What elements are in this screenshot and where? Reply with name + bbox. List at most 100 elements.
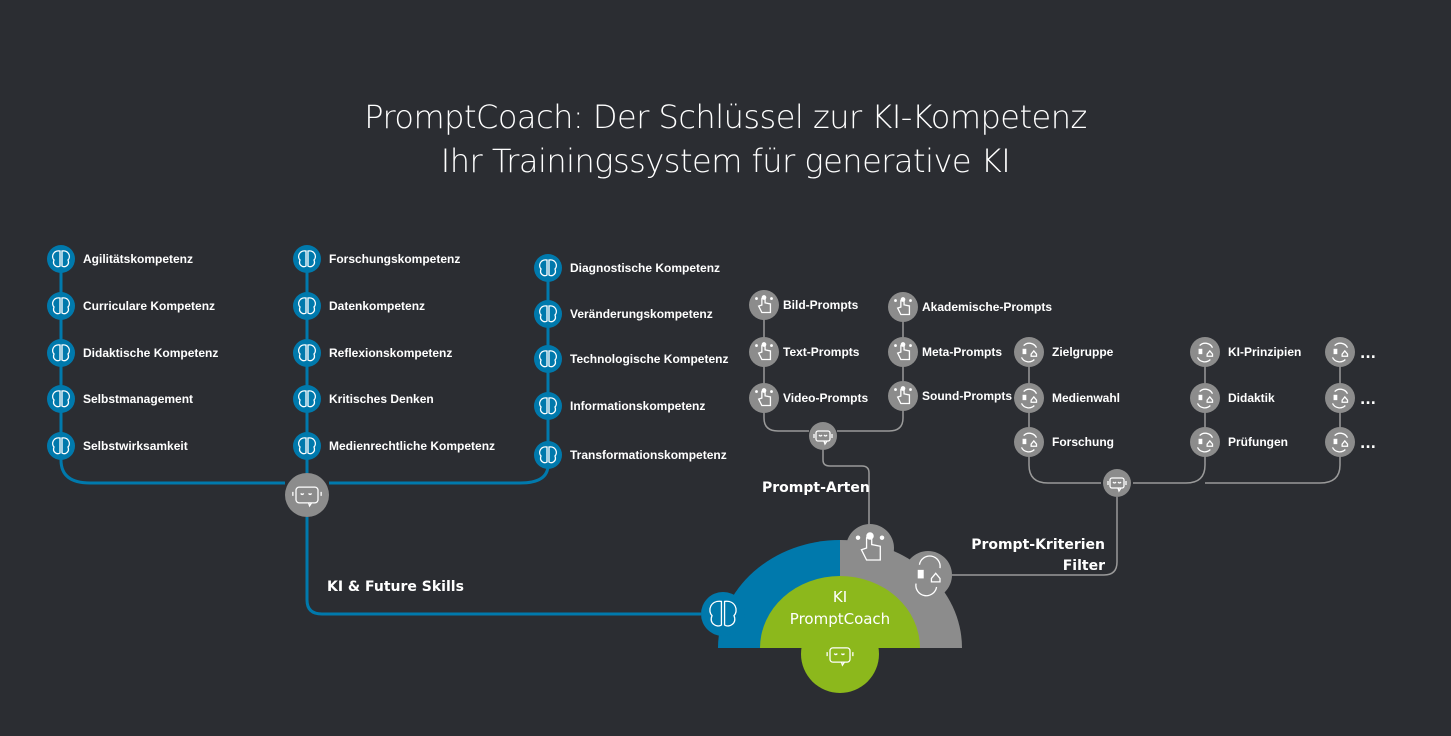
- brain-icon: [298, 250, 316, 268]
- skill-node: [293, 292, 321, 320]
- criteria-label-line-2: Filter: [1063, 558, 1105, 574]
- prompt-node: [749, 383, 779, 413]
- skill-label: Forschungskompetenz: [329, 252, 460, 266]
- hand-pointer-icon: [755, 388, 773, 407]
- criteria-more: ...: [1360, 436, 1376, 452]
- cycle-icon: [915, 555, 941, 597]
- brain-icon: [539, 397, 557, 415]
- criteria-node: [1190, 383, 1220, 413]
- prompt-label: Video-Prompts: [783, 391, 868, 405]
- chatbot-icon: [826, 647, 854, 667]
- prompt-types-label: Prompt-Arten: [762, 480, 870, 496]
- skill-label: Selbstmanagement: [83, 392, 193, 406]
- prompt-node: [888, 292, 918, 322]
- criteria-node: [1325, 383, 1355, 413]
- prompt-label: Bild-Prompts: [783, 298, 859, 312]
- skill-label: Veränderungskompetenz: [570, 307, 713, 321]
- skill-node: [534, 441, 562, 469]
- center-label-line-2: PromptCoach: [790, 610, 890, 628]
- skills-connector-left: [59, 259, 285, 485]
- prompt-hub: [809, 422, 837, 450]
- criteria-hub: [1103, 469, 1131, 497]
- skill-node: [47, 245, 75, 273]
- prompt-node: [749, 290, 779, 320]
- promptcoach-core: [760, 576, 920, 648]
- prompt-connector-left: [763, 305, 809, 432]
- brain-icon: [52, 437, 70, 455]
- criteria-node: [1190, 427, 1220, 457]
- criteria-node: [1014, 383, 1044, 413]
- brain-icon: [298, 297, 316, 315]
- skill-label: Reflexionskompetenz: [329, 346, 452, 360]
- skill-label: Didaktische Kompetenz: [83, 346, 218, 360]
- skill-node: [47, 292, 75, 320]
- skill-label: Diagnostische Kompetenz: [570, 261, 720, 275]
- cycle-icon: [1020, 388, 1038, 409]
- chatbot-icon: [813, 430, 833, 446]
- skill-node: [47, 339, 75, 367]
- prompt-label: Sound-Prompts: [922, 389, 1012, 403]
- skill-label: Agilitätskompetenz: [83, 252, 193, 266]
- brain-icon: [539, 259, 557, 277]
- prompt-node: [749, 337, 779, 367]
- skill-node: [534, 254, 562, 282]
- cycle-icon: [1331, 342, 1349, 363]
- skill-label: Datenkompetenz: [329, 299, 425, 313]
- cycle-icon: [1196, 342, 1214, 363]
- prompt-label: Meta-Prompts: [922, 345, 1002, 359]
- skill-node: [293, 245, 321, 273]
- criteria-label: Medienwahl: [1052, 391, 1120, 405]
- skill-node: [534, 300, 562, 328]
- prompt-connector-right: [837, 307, 904, 432]
- skill-node: [293, 339, 321, 367]
- criteria-connector-middle: [1133, 352, 1206, 484]
- hand-pointer-icon: [894, 342, 912, 361]
- prompt-label: Text-Prompts: [783, 345, 860, 359]
- hand-pointer-icon: [855, 532, 885, 561]
- prompt-label: Akademische-Prompts: [922, 300, 1052, 314]
- chatbot-icon: [1107, 477, 1127, 493]
- criteria-main-connector: [952, 497, 1118, 576]
- cycle-icon: [1020, 342, 1038, 363]
- criteria-entry-node: [904, 551, 952, 599]
- prompt-node: [888, 381, 918, 411]
- criteria-more: ...: [1360, 392, 1376, 408]
- criteria-label: KI-Prinzipien: [1228, 345, 1301, 359]
- criteria-label-line-1: Prompt-Kriterien: [971, 537, 1105, 553]
- brain-icon: [298, 437, 316, 455]
- brain-icon: [52, 250, 70, 268]
- promptcoach-bottom: [801, 615, 879, 693]
- title-line-2: Ihr Trainingssystem für generative KI: [440, 142, 1011, 180]
- cycle-icon: [1196, 432, 1214, 453]
- skill-label: Curriculare Kompetenz: [83, 299, 215, 313]
- hand-pointer-icon: [755, 342, 773, 361]
- skill-node: [534, 392, 562, 420]
- skill-label: Informationskompetenz: [570, 399, 705, 413]
- hand-pointer-icon: [755, 295, 773, 314]
- skills-main-connector: [305, 517, 701, 616]
- cycle-icon: [1331, 432, 1349, 453]
- prompt-node: [888, 337, 918, 367]
- prompt-types-entry-node: [846, 524, 894, 572]
- criteria-node: [1325, 427, 1355, 457]
- brain-icon: [539, 350, 557, 368]
- criteria-connector-right: [1205, 352, 1341, 484]
- cycle-icon: [1020, 432, 1038, 453]
- criteria-label: Zielgruppe: [1052, 345, 1114, 359]
- chatbot-icon: [292, 486, 322, 508]
- criteria-label: Didaktik: [1228, 391, 1275, 405]
- skill-label: Kritisches Denken: [329, 392, 434, 406]
- criteria-label: Prüfungen: [1228, 435, 1288, 449]
- skill-node: [534, 345, 562, 373]
- brain-icon: [52, 297, 70, 315]
- skill-label: Transformationskompetenz: [570, 448, 727, 462]
- criteria-connector-left: [1028, 352, 1101, 484]
- skills-hub: [285, 473, 329, 517]
- brain-icon: [52, 390, 70, 408]
- criteria-label: Forschung: [1052, 435, 1114, 449]
- hand-pointer-icon: [894, 297, 912, 316]
- criteria-node: [1014, 427, 1044, 457]
- brain-icon: [709, 600, 737, 627]
